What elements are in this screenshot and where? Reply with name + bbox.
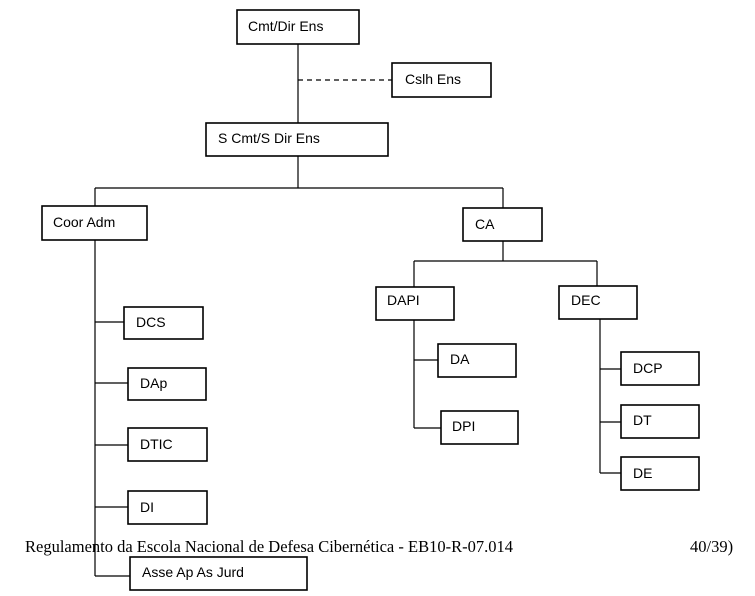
node-coor-adm-label: Coor Adm [53,214,115,230]
node-dcp: DCP [620,351,700,386]
node-de: DE [620,456,700,491]
node-ca: CA [462,207,543,242]
node-dap: DAp [127,367,207,401]
node-advisory-label: Cslh Ens [405,71,461,87]
node-asse-label: Asse Ap As Jurd [142,564,244,580]
node-dt: DT [620,404,700,439]
node-root-label: Cmt/Dir Ens [248,18,323,34]
node-dcp-label: DCP [633,360,663,376]
node-deputy: S Cmt/S Dir Ens [205,122,389,157]
node-coor-adm: Coor Adm [41,205,148,241]
node-dap-label: DAp [140,375,167,391]
node-dapi: DAPI [375,286,455,321]
node-dpi-label: DPI [452,418,475,434]
node-dpi: DPI [440,410,519,445]
node-dcs-label: DCS [136,314,166,330]
node-dtic-label: DTIC [140,436,173,452]
node-da: DA [437,343,517,378]
node-advisory: Cslh Ens [391,62,492,98]
node-di-label: DI [140,499,154,515]
node-da-label: DA [450,351,470,367]
node-deputy-label: S Cmt/S Dir Ens [218,130,320,146]
node-di: DI [127,490,208,525]
node-dec-label: DEC [571,292,601,308]
node-dtic: DTIC [127,427,208,462]
footer-title: Regulamento da Escola Nacional de Defesa… [25,537,513,556]
node-root: Cmt/Dir Ens [236,9,360,45]
node-dt-label: DT [633,412,652,428]
node-ca-label: CA [475,216,495,232]
footer-page-number: 40/39) [690,537,734,556]
connectors [94,44,621,577]
node-dcs: DCS [123,306,204,340]
node-asse: Asse Ap As Jurd [129,556,308,591]
node-de-label: DE [633,465,652,481]
node-dapi-label: DAPI [387,292,420,308]
node-dec: DEC [558,285,638,320]
